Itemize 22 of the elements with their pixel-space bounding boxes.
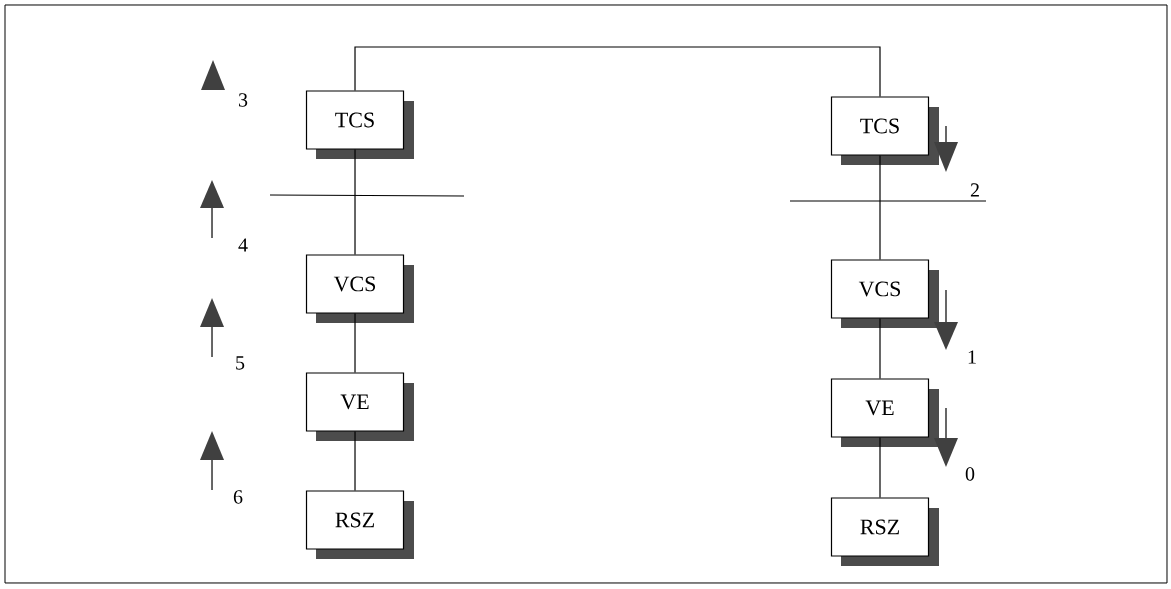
callout-number: 3	[238, 93, 248, 107]
callout-number: 0	[965, 467, 975, 481]
connector-line	[879, 436, 881, 498]
callout-number: 6	[233, 490, 243, 504]
connector-line	[354, 149, 356, 255]
connector-line	[354, 431, 356, 491]
connector-line	[354, 46, 881, 97]
callout-number: 2	[970, 183, 979, 197]
process-box: VE	[305, 372, 414, 441]
process-box: VCS	[305, 254, 414, 323]
connector-line	[879, 318, 881, 379]
callout-number: 4	[238, 238, 248, 252]
process-box: RSZ	[305, 490, 414, 559]
callout-number: 5	[236, 356, 245, 370]
process-box: VE	[830, 378, 939, 447]
process-box: TCS	[830, 96, 939, 165]
process-box: RSZ	[830, 497, 939, 566]
callout-number: 1	[968, 350, 976, 364]
connector-line	[879, 155, 881, 260]
connector-line	[354, 313, 356, 373]
process-box: VCS	[830, 259, 939, 328]
process-box: TCS	[305, 90, 414, 159]
